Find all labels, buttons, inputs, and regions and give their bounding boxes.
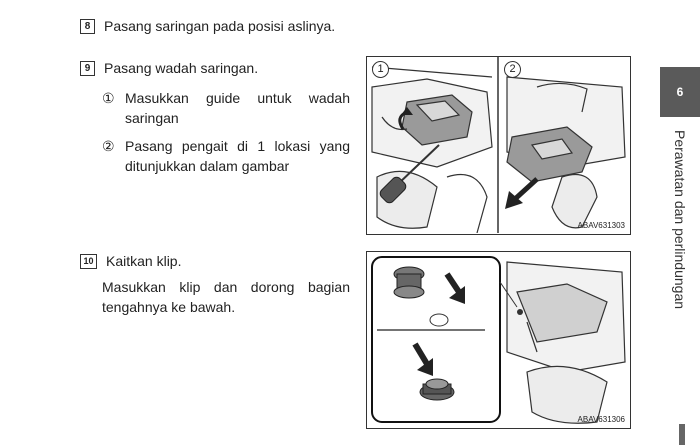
figure-illustration (371, 57, 626, 233)
step-number: 10 (80, 253, 97, 269)
step-9: 9 Pasang wadah saringan. (80, 60, 258, 76)
clip-icon (393, 266, 425, 299)
step-number: 9 (80, 60, 95, 76)
clip-pushed-icon (419, 378, 455, 401)
substep-text: Pasang pengait di 1 lokasi yang ditunjuk… (125, 138, 350, 174)
step-number: 8 (80, 18, 95, 34)
step-8: 8 Pasang saringan pada posisi aslinya. (80, 18, 335, 34)
figure-filter-case: 1 2 ABAV631303 (366, 56, 631, 235)
step-text: Pasang wadah saringan. (104, 60, 259, 76)
panel-number-1: 1 (372, 61, 389, 78)
arrow-icon (505, 177, 539, 209)
screwdriver-icon (379, 144, 440, 204)
step-text: Kaitkan klip. (106, 253, 182, 269)
panel-number-2: 2 (504, 61, 521, 78)
substep-1: ① Masukkan guide untuk wadah saringan (102, 88, 350, 128)
substep-2: ② Pasang pengait di 1 lokasi yang ditunj… (102, 136, 350, 176)
chapter-tab: 6 (660, 67, 700, 117)
chapter-title: Perawatan dan perlindungan (672, 130, 688, 310)
figure-clip: ABAV631306 (366, 251, 631, 429)
arrow-down-icon (444, 272, 465, 304)
substep-marker: ① (102, 90, 115, 106)
figure-code: ABAV631303 (577, 221, 625, 230)
substep-marker: ② (102, 138, 115, 154)
step-text: Pasang saringan pada posisi aslinya. (104, 18, 336, 34)
step-10-body: Masukkan klip dan dorong bagian tengahny… (102, 279, 350, 315)
substep-text: Masukkan guide untuk wadah saringan (125, 90, 350, 126)
figure-code: ABAV631306 (577, 415, 625, 424)
arrow-down-icon (412, 342, 433, 376)
figure-illustration (371, 256, 626, 424)
page-edge-marker (679, 424, 685, 445)
step-10: 10 Kaitkan klip. (80, 253, 181, 269)
